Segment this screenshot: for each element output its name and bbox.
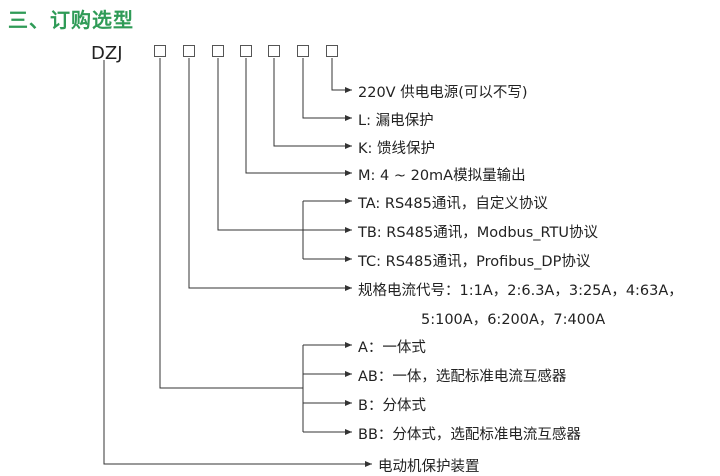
connector-feeder <box>273 58 352 149</box>
section-title: 三、订购选型 <box>8 8 134 32</box>
label-spec-line1: 规格电流代号：1:1A，2:6.3A，3:25A，4:63A， <box>358 283 683 299</box>
label-ab: AB：一体，选配标准电流互感器 <box>358 369 567 385</box>
connector-leak <box>302 58 352 121</box>
code-slot-3 <box>212 45 224 57</box>
connector-structure <box>159 58 303 389</box>
code-slot-5 <box>268 45 280 57</box>
code-slot-6 <box>297 45 309 57</box>
label-spec-line2: 5:100A，6:200A，7:400A <box>421 312 606 328</box>
code-slot-7 <box>326 45 338 57</box>
model-prefix: DZJ <box>91 43 123 64</box>
label-motor: 电动机保护装置 <box>378 459 480 475</box>
label-tb: TB: RS485通讯，Modbus_RTU协议 <box>358 225 599 241</box>
code-slot-1 <box>154 45 166 57</box>
label-leak: L: 漏电保护 <box>358 113 434 129</box>
connector-power <box>331 58 352 93</box>
label-ta: TA: RS485通讯，自定义协议 <box>358 196 548 212</box>
label-a: A：一体式 <box>358 340 426 356</box>
code-slot-4 <box>240 45 252 57</box>
label-analog: M: 4 ~ 20mA模拟量输出 <box>358 168 526 184</box>
label-bb: BB：分体式，选配标准电流互感器 <box>358 427 581 443</box>
connector-comm <box>217 58 303 231</box>
connector-motor <box>103 60 372 467</box>
label-feeder: K: 馈线保护 <box>358 141 436 157</box>
connector-spec <box>188 58 352 291</box>
label-tc: TC: RS485通讯，Profibus_DP协议 <box>358 254 591 270</box>
connector-analog <box>245 58 352 176</box>
label-b: B：分体式 <box>358 398 426 414</box>
label-power: 220V 供电电源(可以不写) <box>358 85 528 101</box>
code-slot-2 <box>183 45 195 57</box>
